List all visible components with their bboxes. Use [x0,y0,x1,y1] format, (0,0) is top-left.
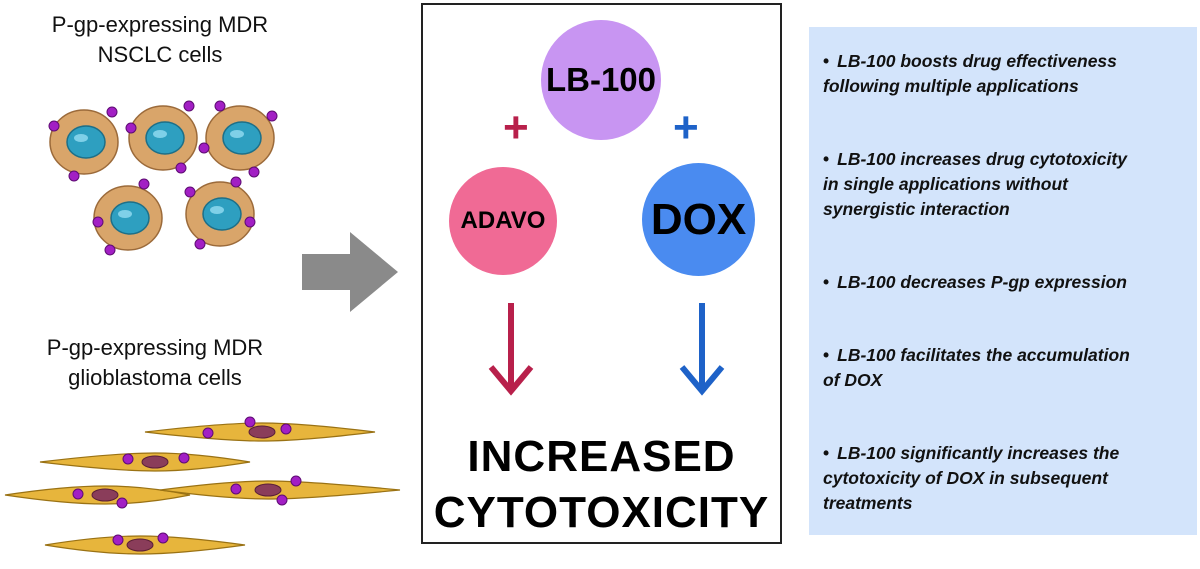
pgp-marker [280,423,292,435]
pgp-marker [202,427,214,439]
finding-line: LB-100 significantly increases the [837,443,1120,463]
dox-down-arrow-icon [679,303,725,396]
dox-label: DOX [650,194,747,244]
nucleus [141,455,169,469]
pgp-marker [138,178,150,190]
nucleus [110,201,150,235]
finding-line: LB-100 boosts drug effectiveness [837,51,1117,71]
glioblastoma-cells-label: P-gp-expressing MDR glioblastoma cells [5,333,305,393]
bullet-icon: • [823,345,830,365]
plus-sign-dox: + [673,103,699,152]
nsclc-cells-label: P-gp-expressing MDR NSCLC cells [10,10,310,70]
nucleus [126,538,154,552]
bullet-icon: • [823,149,830,169]
pgp-marker [244,216,256,228]
pgp-marker [68,170,80,182]
pgp-marker [194,238,206,250]
dox-circle: DOX [642,163,755,276]
pgp-marker [106,106,118,118]
process-arrow-icon [302,232,398,312]
gbm-label-line2: glioblastoma cells [68,365,242,390]
finding-line: following multiple applications [823,76,1079,96]
adavo-label: ADAVO [460,207,546,234]
pgp-marker [230,483,242,495]
pgp-marker [157,532,169,544]
plus-sign-adavo: + [503,103,529,152]
pgp-marker [198,142,210,154]
combination-treatment-box: LB-100 + + ADAVO DOX INCREASED CYTOTOXIC… [421,3,782,544]
nsclc-cell [125,100,198,174]
pgp-marker [125,122,137,134]
cell-illustrations [4,100,401,555]
finding-line: cytotoxicity of DOX in subsequent [823,468,1108,488]
pgp-marker [290,475,302,487]
glioblastoma-cell [159,475,401,506]
pgp-marker [183,100,195,112]
result-line2: CYTOTOXICITY [433,488,770,537]
glioblastoma-cell [39,452,251,472]
bullet-icon: • [823,51,830,71]
nsclc-label-line1: P-gp-expressing MDR [51,12,269,37]
adavo-circle: ADAVO [449,167,557,275]
pgp-marker [116,497,128,509]
nucleus [254,483,282,497]
pgp-marker [276,494,288,506]
pgp-marker [92,216,104,228]
lb100-label: LB-100 [545,61,657,98]
bullet-icon: • [823,272,830,292]
pgp-marker [244,416,256,428]
nucleus [248,425,276,439]
pgp-marker [122,453,134,465]
glioblastoma-cell [44,532,246,555]
finding-line: in single applications without [823,174,1069,194]
glioblastoma-cell [4,485,191,509]
nucleus [145,121,185,155]
pgp-marker [230,176,242,188]
effect-arrows [488,303,725,396]
nucleus [91,488,119,502]
pgp-marker [112,534,124,546]
result-line1: INCREASED [467,432,736,481]
finding-line: LB-100 decreases P-gp expression [837,272,1127,292]
pgp-marker [214,100,226,112]
bullet-icon: • [823,443,830,463]
pgp-marker [248,166,260,178]
nsclc-cell [92,178,163,256]
increased-cytotoxicity-text: INCREASED CYTOTOXICITY [423,429,780,541]
pgp-marker [175,162,187,174]
nsclc-cell-cluster [48,100,278,256]
finding-item: • LB-100 increases drug cytotoxicity in s… [823,147,1191,222]
adavo-down-arrow-icon [488,303,534,396]
nucleus [202,197,242,231]
nsclc-cell [198,100,278,178]
pgp-marker [178,452,190,464]
finding-item: • LB-100 decreases P-gp expression [823,270,1191,295]
nsclc-label-line2: NSCLC cells [97,42,223,67]
pgp-marker [266,110,278,122]
glioblastoma-cell-cluster [4,416,401,555]
pgp-marker [72,488,84,500]
glioblastoma-cell [144,416,376,442]
finding-item: • LB-100 boosts drug effectiveness follow… [823,49,1191,99]
nucleus [222,121,262,155]
lb100-circle: LB-100 [541,20,661,140]
gbm-label-line1: P-gp-expressing MDR [46,335,264,360]
finding-line: LB-100 facilitates the accumulation [837,345,1130,365]
finding-item: • LB-100 significantly increases the cyto… [823,441,1191,516]
findings-panel: • LB-100 boosts drug effectiveness follow… [809,27,1197,535]
nucleus [66,125,106,159]
finding-line: treatments [823,493,913,513]
finding-line: of DOX [823,370,883,390]
finding-line: LB-100 increases drug cytotoxicity [837,149,1127,169]
finding-item: • LB-100 facilitates the accumulation of … [823,343,1191,393]
pgp-marker [48,120,60,132]
finding-line: synergistic interaction [823,199,1010,219]
pgp-marker [104,244,116,256]
nsclc-cell [184,176,256,250]
nsclc-cell [48,106,119,182]
pgp-marker [184,186,196,198]
